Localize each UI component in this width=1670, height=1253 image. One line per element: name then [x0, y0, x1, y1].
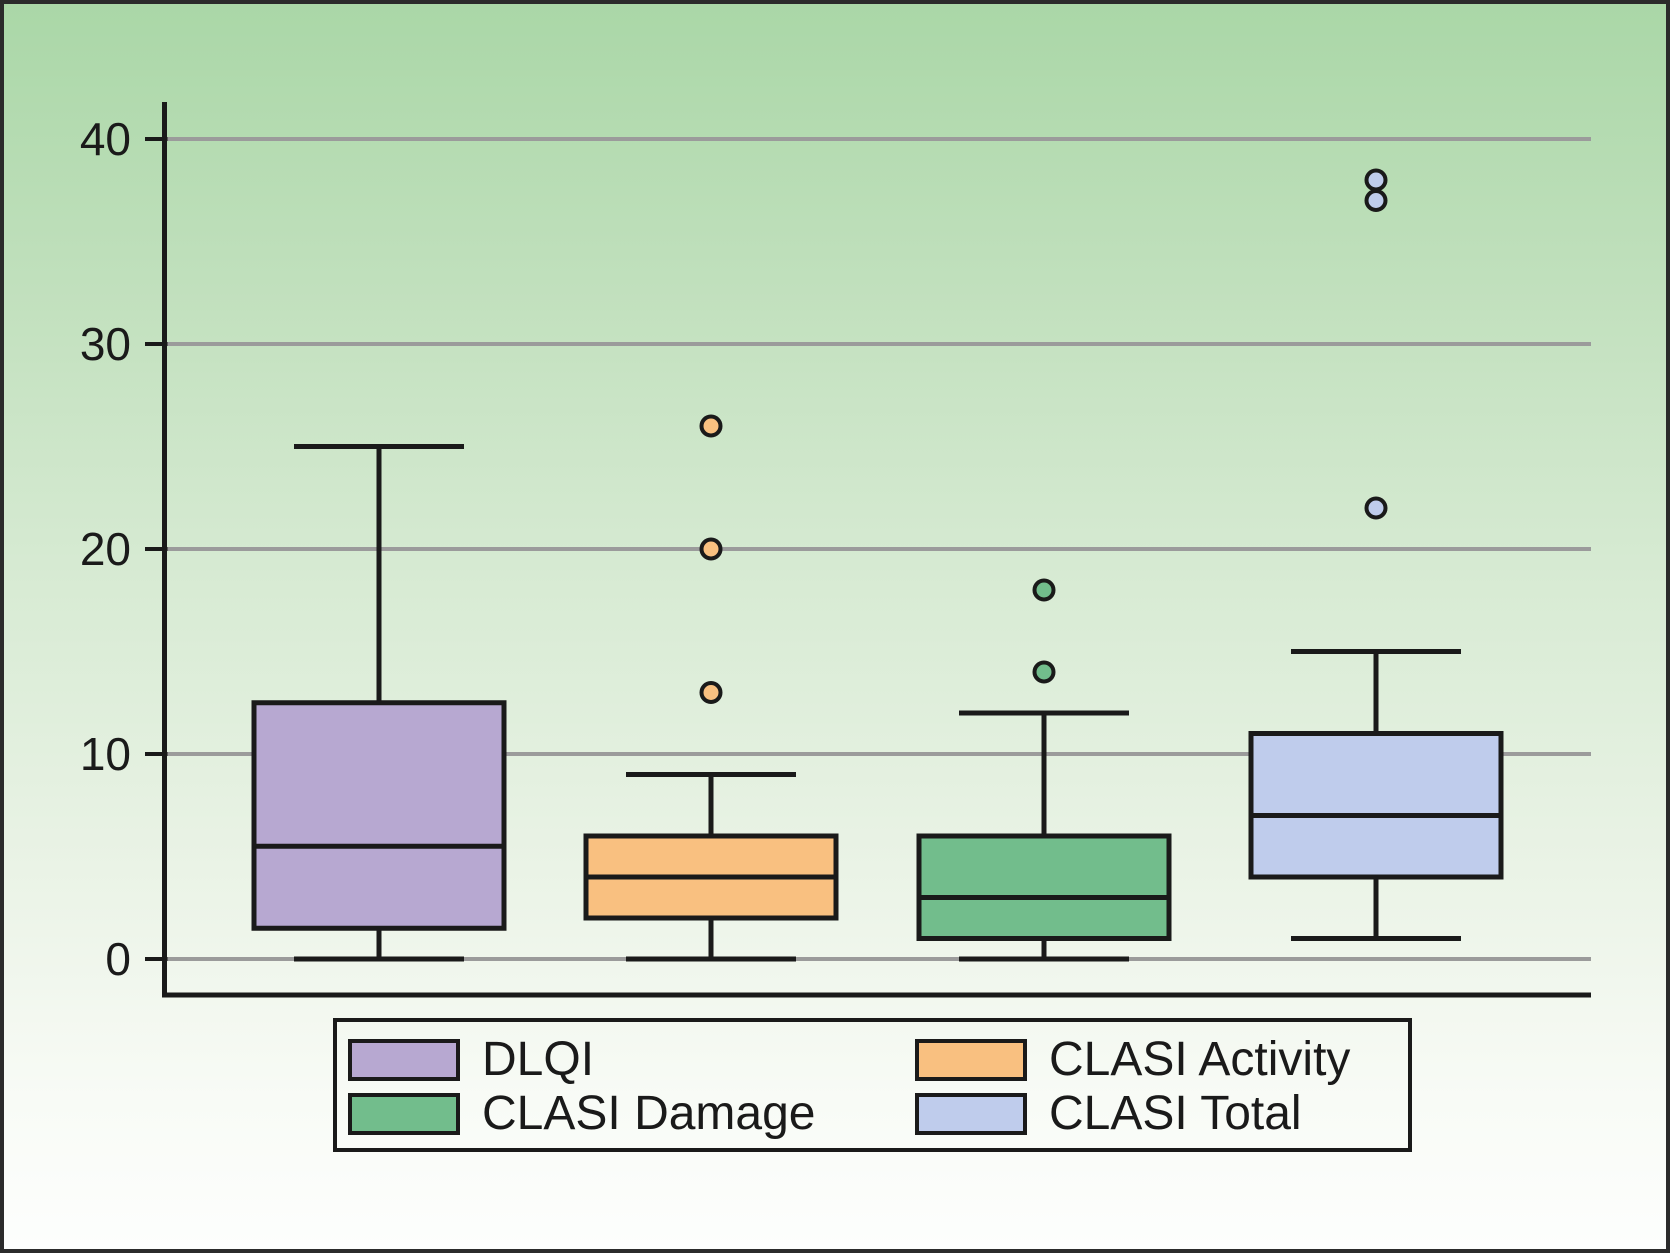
box-clasi-total — [1248, 731, 1504, 880]
legend-label-clasi-activity: CLASI Activity — [1049, 1033, 1351, 1086]
legend-item-dlqi: DLQI — [348, 1036, 915, 1084]
legend-swatch-clasi-activity — [915, 1039, 1027, 1081]
y-tick-label-40: 40 — [80, 113, 131, 165]
legend-item-clasi-activity: CLASI Activity — [915, 1036, 1398, 1084]
outlier-clasi-activity-20 — [699, 537, 723, 561]
legend-swatch-dlqi — [348, 1039, 460, 1081]
outlier-clasi-total-37 — [1364, 189, 1388, 212]
outlier-clasi-activity-13 — [699, 681, 723, 704]
outlier-clasi-damage-14 — [1032, 660, 1056, 684]
legend-label-clasi-total: CLASI Total — [1049, 1087, 1302, 1140]
outlier-clasi-activity-26 — [699, 414, 723, 438]
y-tick-label-20: 20 — [80, 523, 131, 575]
legend-swatch-clasi-total — [915, 1093, 1027, 1135]
box-clasi-damage — [916, 833, 1172, 941]
legend-label-clasi-damage: CLASI Damage — [482, 1087, 816, 1140]
y-tick-label-0: 0 — [105, 933, 131, 985]
chart-legend: DLQI CLASI Activity CLASI Damage CLASI T… — [333, 1018, 1412, 1152]
outlier-clasi-total-22 — [1364, 496, 1388, 520]
y-tick-label-10: 10 — [80, 728, 131, 780]
legend-label-dlqi: DLQI — [482, 1033, 595, 1086]
legend-item-clasi-damage: CLASI Damage — [348, 1090, 915, 1138]
legend-item-clasi-total: CLASI Total — [915, 1090, 1398, 1138]
outlier-clasi-total-38 — [1364, 168, 1388, 192]
y-tick-label-30: 30 — [80, 318, 131, 370]
box-dlqi — [251, 700, 507, 931]
boxplot-chart: 0 10 20 30 40 — [80, 102, 1591, 998]
legend-swatch-clasi-damage — [348, 1093, 460, 1135]
outlier-clasi-damage-18 — [1032, 578, 1056, 602]
